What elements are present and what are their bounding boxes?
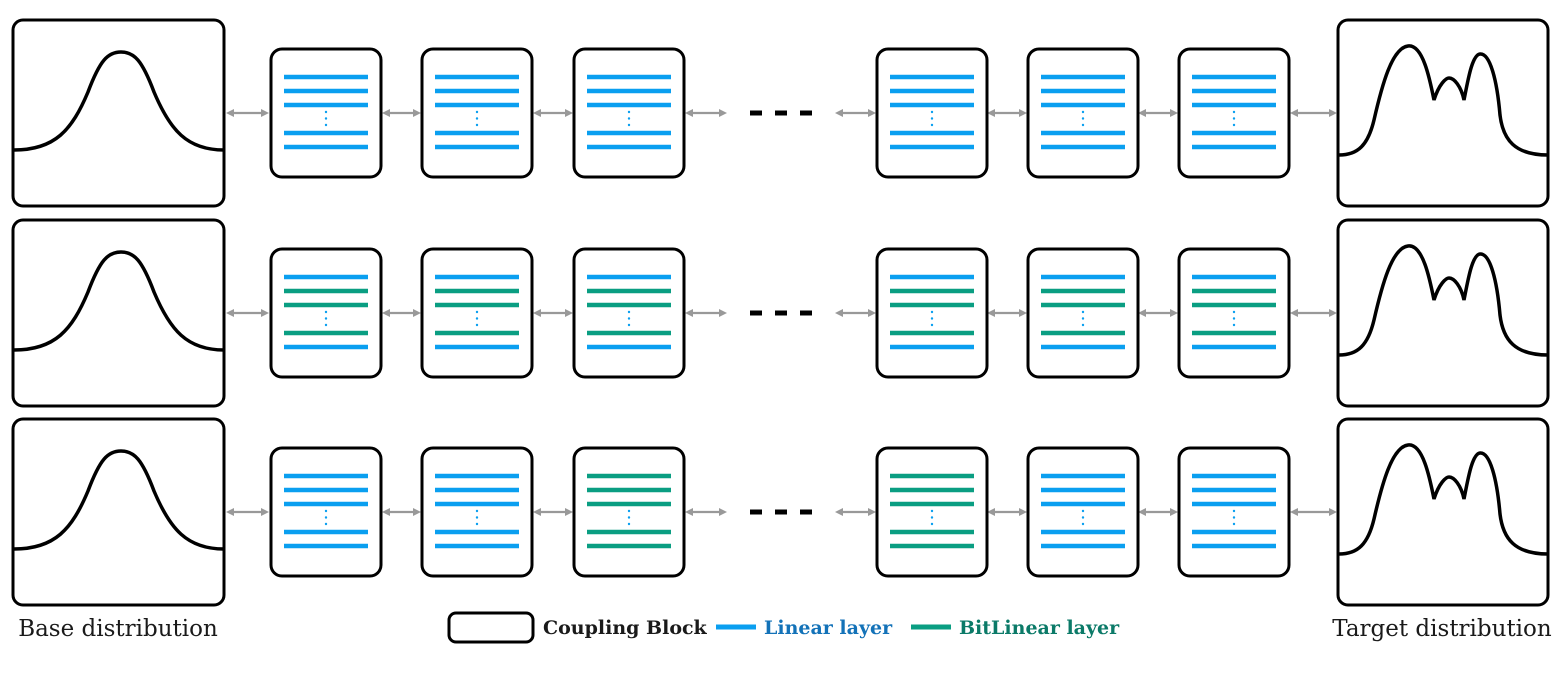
layer-ellipsis-dot (475, 509, 479, 513)
layer-ellipsis-dot (1081, 117, 1085, 120)
coupling-block (420, 47, 534, 179)
layer-ellipsis-dot (1232, 123, 1236, 127)
layer-ellipsis-dot (324, 516, 328, 519)
layer-ellipsis-dot (324, 317, 328, 320)
layer-ellipsis-dot (475, 123, 479, 127)
layer-ellipsis-dot (627, 323, 631, 327)
layer-ellipsis-dot (1232, 117, 1236, 120)
layer-ellipsis-dot (627, 522, 631, 526)
legend-coupling-block-swatch (447, 611, 535, 644)
base-distribution-panel (11, 218, 226, 408)
layer-ellipsis-dot (475, 317, 479, 320)
target-distribution-curve (1338, 44, 1549, 157)
coupling-block (572, 47, 686, 179)
layer-ellipsis-dot (930, 516, 934, 519)
layer-ellipsis-dot (1232, 317, 1236, 320)
layer-ellipsis-dot (627, 310, 631, 314)
layer-ellipsis-dot (930, 123, 934, 127)
layer-ellipsis-dot (475, 516, 479, 519)
legend: Coupling Block Linear layer BitLinear la… (447, 611, 1120, 644)
layer-ellipsis-dot (1081, 123, 1085, 127)
legend-bitlinear-label: BitLinear layer (959, 617, 1120, 639)
layer-ellipsis-dot (1232, 516, 1236, 519)
coupling-block (269, 247, 383, 379)
layer-ellipsis-dot (627, 516, 631, 519)
coupling-block (420, 247, 534, 379)
layer-ellipsis-dot (1081, 522, 1085, 526)
flow-row-2 (11, 218, 1550, 408)
base-distribution-curve (13, 50, 225, 152)
flow-row-1 (11, 18, 1550, 208)
layer-ellipsis-dot (1081, 110, 1085, 114)
layer-ellipsis-dot (930, 509, 934, 513)
layer-ellipsis-dot (1081, 317, 1085, 320)
target-distribution-panel (1336, 18, 1550, 208)
layer-ellipsis-dot (627, 317, 631, 320)
coupling-block (1026, 247, 1140, 379)
base-distribution-panel (11, 18, 226, 208)
coupling-block (420, 446, 534, 578)
target-distribution-curve (1338, 443, 1549, 556)
layer-ellipsis-dot (475, 117, 479, 120)
layer-ellipsis-dot (1232, 323, 1236, 327)
coupling-block (572, 247, 686, 379)
legend-linear-label: Linear layer (764, 617, 893, 639)
base-distribution-panel (11, 417, 226, 607)
base-distribution-curve (13, 449, 225, 551)
target-distribution-panel (1336, 218, 1550, 408)
layer-ellipsis-dot (627, 123, 631, 127)
layer-ellipsis-dot (475, 522, 479, 526)
layer-ellipsis-dot (324, 117, 328, 120)
layer-ellipsis-dot (1232, 310, 1236, 314)
layer-ellipsis-dot (930, 110, 934, 114)
layer-ellipsis-dot (930, 323, 934, 327)
target-distribution-label: Target distribution (1332, 616, 1552, 642)
layer-ellipsis-dot (1081, 323, 1085, 327)
layer-ellipsis-dot (1081, 516, 1085, 519)
coupling-block (875, 446, 989, 578)
base-distribution-curve (13, 250, 225, 352)
layer-ellipsis-dot (627, 110, 631, 114)
layer-ellipsis-dot (1081, 310, 1085, 314)
coupling-block (1026, 446, 1140, 578)
layer-ellipsis-dot (930, 317, 934, 320)
layer-ellipsis-dot (627, 509, 631, 513)
layer-ellipsis-dot (475, 110, 479, 114)
legend-coupling-block-label: Coupling Block (543, 617, 708, 639)
rows-layer (11, 18, 1550, 607)
coupling-block (1177, 446, 1291, 578)
layer-ellipsis-dot (1232, 509, 1236, 513)
target-distribution-curve (1338, 244, 1549, 357)
coupling-block (1026, 47, 1140, 179)
layer-ellipsis-dot (930, 310, 934, 314)
layer-ellipsis-dot (1232, 110, 1236, 114)
coupling-block (1177, 47, 1291, 179)
layer-ellipsis-dot (324, 310, 328, 314)
coupling-block (572, 446, 686, 578)
layer-ellipsis-dot (475, 323, 479, 327)
layer-ellipsis-dot (324, 110, 328, 114)
layer-ellipsis-dot (930, 522, 934, 526)
coupling-block (1177, 247, 1291, 379)
layer-ellipsis-dot (324, 123, 328, 127)
layer-ellipsis-dot (324, 323, 328, 327)
coupling-block (269, 47, 383, 179)
target-distribution-panel (1336, 417, 1550, 607)
base-distribution-label: Base distribution (18, 616, 218, 642)
coupling-block (875, 47, 989, 179)
layer-ellipsis-dot (627, 117, 631, 120)
layer-ellipsis-dot (324, 509, 328, 513)
layer-ellipsis-dot (1232, 522, 1236, 526)
flow-row-3 (11, 417, 1550, 607)
coupling-block (269, 446, 383, 578)
layer-ellipsis-dot (475, 310, 479, 314)
coupling-block (875, 247, 989, 379)
layer-ellipsis-dot (1081, 509, 1085, 513)
layer-ellipsis-dot (324, 522, 328, 526)
layer-ellipsis-dot (930, 117, 934, 120)
